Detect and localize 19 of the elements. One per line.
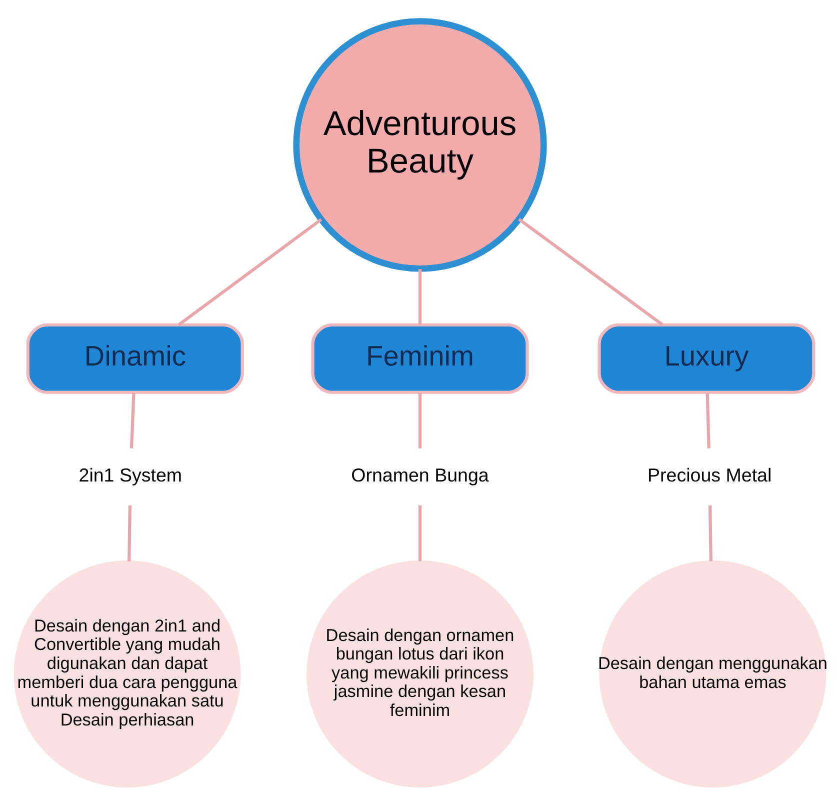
connector — [418, 504, 422, 561]
node-text: 2in1 System — [78, 464, 182, 486]
node-box: Luxury — [598, 322, 816, 394]
connector — [130, 392, 136, 448]
node-circle: Desain dengan ornamen bungan lotus dari ikon yang mewakili princess jasmine dengan kesan feminim — [306, 560, 534, 788]
node-box: Dinamic — [26, 322, 244, 394]
connector — [418, 392, 422, 448]
node-text: Precious Metal — [648, 464, 772, 486]
node-circle: Adventurous Beauty — [293, 18, 547, 272]
connector — [418, 268, 422, 324]
node-circle: Desain dengan menggunakan bahan utama emas — [599, 560, 826, 788]
connector — [708, 504, 712, 561]
connector — [706, 392, 710, 448]
connector — [518, 217, 664, 326]
node-circle: Desain dengan 2in1 and Convertible yang mudah digunakan dan dapat memberi dua cara pengguna untuk menggunakan satu Desain perhiasan — [14, 560, 241, 788]
connector — [128, 504, 132, 561]
node-box: Feminim — [311, 322, 529, 394]
node-text: Ornamen Bunga — [351, 464, 489, 486]
connector — [178, 218, 322, 326]
